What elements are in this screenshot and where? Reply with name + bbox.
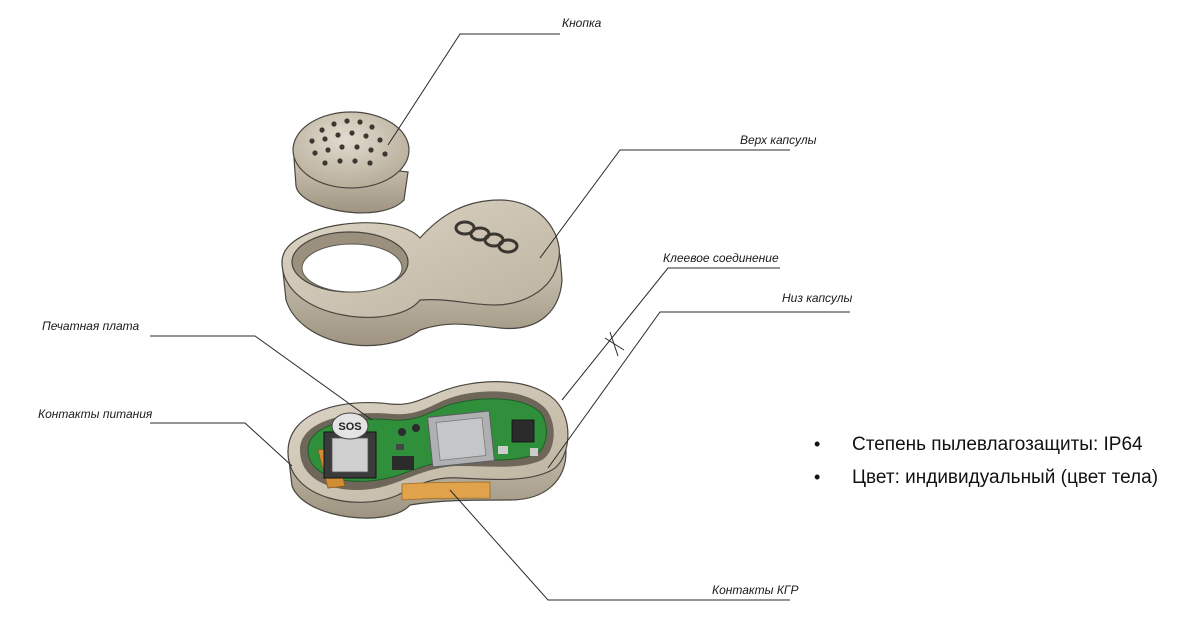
- spec-item-color: Цвет: индивидуальный (цвет тела): [812, 461, 1197, 494]
- leader-power: [150, 422, 293, 467]
- leader-capsule-bottom: [547, 311, 850, 469]
- label-power-contacts: Контакты питания: [38, 407, 153, 421]
- label-adhesive-joint: Клеевое соединение: [663, 251, 779, 265]
- label-capsule-bottom: Низ капсулы: [782, 291, 853, 305]
- button-part: [292, 111, 410, 214]
- spec-list: Степень пылевлагозащиты: IP64 Цвет: инди…: [812, 428, 1197, 494]
- leader-lines: [150, 33, 850, 601]
- label-pcb: Печатная плата: [42, 319, 140, 333]
- sos-key-label: SOS: [338, 421, 361, 433]
- leader-button: [387, 33, 560, 146]
- leader-kgr: [449, 489, 790, 601]
- spec-item-protection: Степень пылевлагозащиты: IP64: [812, 428, 1197, 461]
- label-button: Кнопка: [562, 16, 602, 30]
- label-capsule-top: Верх капсулы: [740, 133, 817, 147]
- button-holes: [309, 118, 388, 166]
- leader-pcb: [150, 335, 373, 421]
- leader-adhesive: [561, 267, 780, 401]
- label-kgr-contacts: Контакты КГР: [712, 583, 798, 597]
- leader-capsule-top: [539, 149, 790, 259]
- logo-rings: [454, 220, 519, 254]
- capsule-top-part: [281, 199, 563, 347]
- capsule-bottom-part: SOS: [287, 381, 569, 519]
- sos-switch: SOS: [323, 412, 377, 479]
